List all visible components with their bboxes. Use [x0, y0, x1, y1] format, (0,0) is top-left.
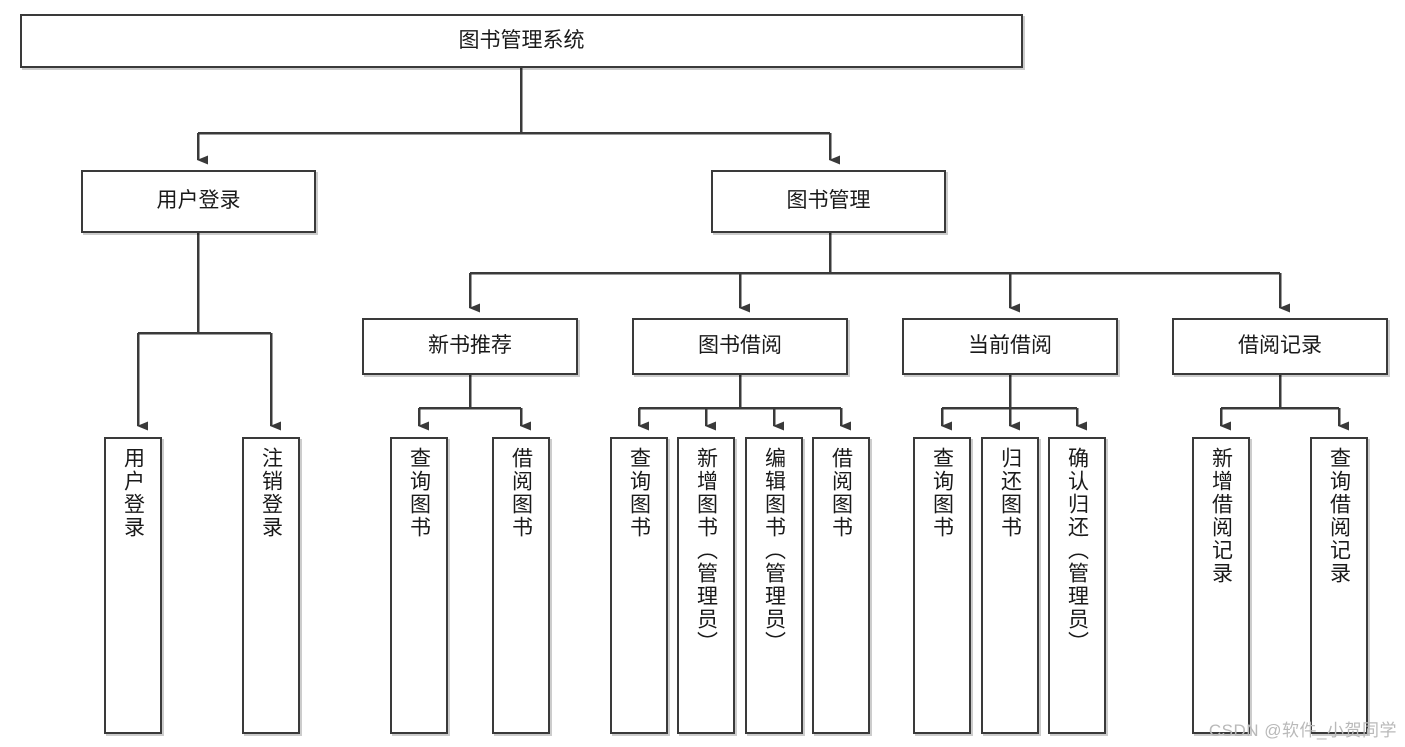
node-new-book-recommend[interactable]: 新书推荐	[362, 318, 578, 375]
node-label: 编辑图书（管理员）	[762, 447, 786, 654]
leaf-new-book-query-book[interactable]: 查询图书	[390, 437, 448, 734]
node-book-borrow[interactable]: 图书借阅	[632, 318, 848, 375]
node-label: 图书管理	[786, 189, 871, 213]
node-label: 新增图书（管理员）	[694, 447, 718, 654]
node-label: 查询借阅记录	[1327, 447, 1351, 585]
node-user-login[interactable]: 用户登录	[81, 170, 316, 233]
node-label: 借阅图书	[829, 447, 853, 539]
node-label: 查询图书	[930, 447, 954, 539]
node-label: 用户登录	[121, 447, 145, 539]
leaf-book-borrow-borrow-book[interactable]: 借阅图书	[812, 437, 870, 734]
node-label: 归还图书	[998, 447, 1022, 539]
node-label: 当前借阅	[968, 334, 1052, 358]
node-book-management[interactable]: 图书管理	[711, 170, 946, 233]
node-label: 图书借阅	[698, 334, 782, 358]
node-label: 图书管理系统	[458, 28, 585, 52]
node-label: 查询图书	[627, 447, 651, 539]
leaf-borrow-record-add-record[interactable]: 新增借阅记录	[1192, 437, 1250, 734]
leaf-book-borrow-edit-book-admin[interactable]: 编辑图书（管理员）	[745, 437, 803, 734]
leaf-new-book-borrow-book[interactable]: 借阅图书	[492, 437, 550, 734]
leaf-book-borrow-query-book[interactable]: 查询图书	[610, 437, 668, 734]
leaf-current-borrow-query-book[interactable]: 查询图书	[913, 437, 971, 734]
leaf-book-borrow-add-book-admin[interactable]: 新增图书（管理员）	[677, 437, 735, 734]
node-label: 借阅记录	[1238, 334, 1322, 358]
node-label: 新书推荐	[428, 334, 512, 358]
node-label: 注销登录	[259, 447, 283, 539]
leaf-borrow-record-query-record[interactable]: 查询借阅记录	[1310, 437, 1368, 734]
leaf-current-borrow-confirm-return-admin[interactable]: 确认归还（管理员）	[1048, 437, 1106, 734]
leaf-current-borrow-return-book[interactable]: 归还图书	[981, 437, 1039, 734]
node-current-borrow[interactable]: 当前借阅	[902, 318, 1118, 375]
node-borrow-record[interactable]: 借阅记录	[1172, 318, 1388, 375]
node-label: 借阅图书	[509, 447, 533, 539]
node-root-book-management-system[interactable]: 图书管理系统	[20, 14, 1023, 68]
node-label: 用户登录	[156, 189, 241, 213]
node-label: 确认归还（管理员）	[1065, 447, 1089, 654]
node-label: 新增借阅记录	[1209, 447, 1233, 585]
leaf-user-login-logout[interactable]: 注销登录	[242, 437, 300, 734]
leaf-user-login-login[interactable]: 用户登录	[104, 437, 162, 734]
node-label: 查询图书	[407, 447, 431, 539]
